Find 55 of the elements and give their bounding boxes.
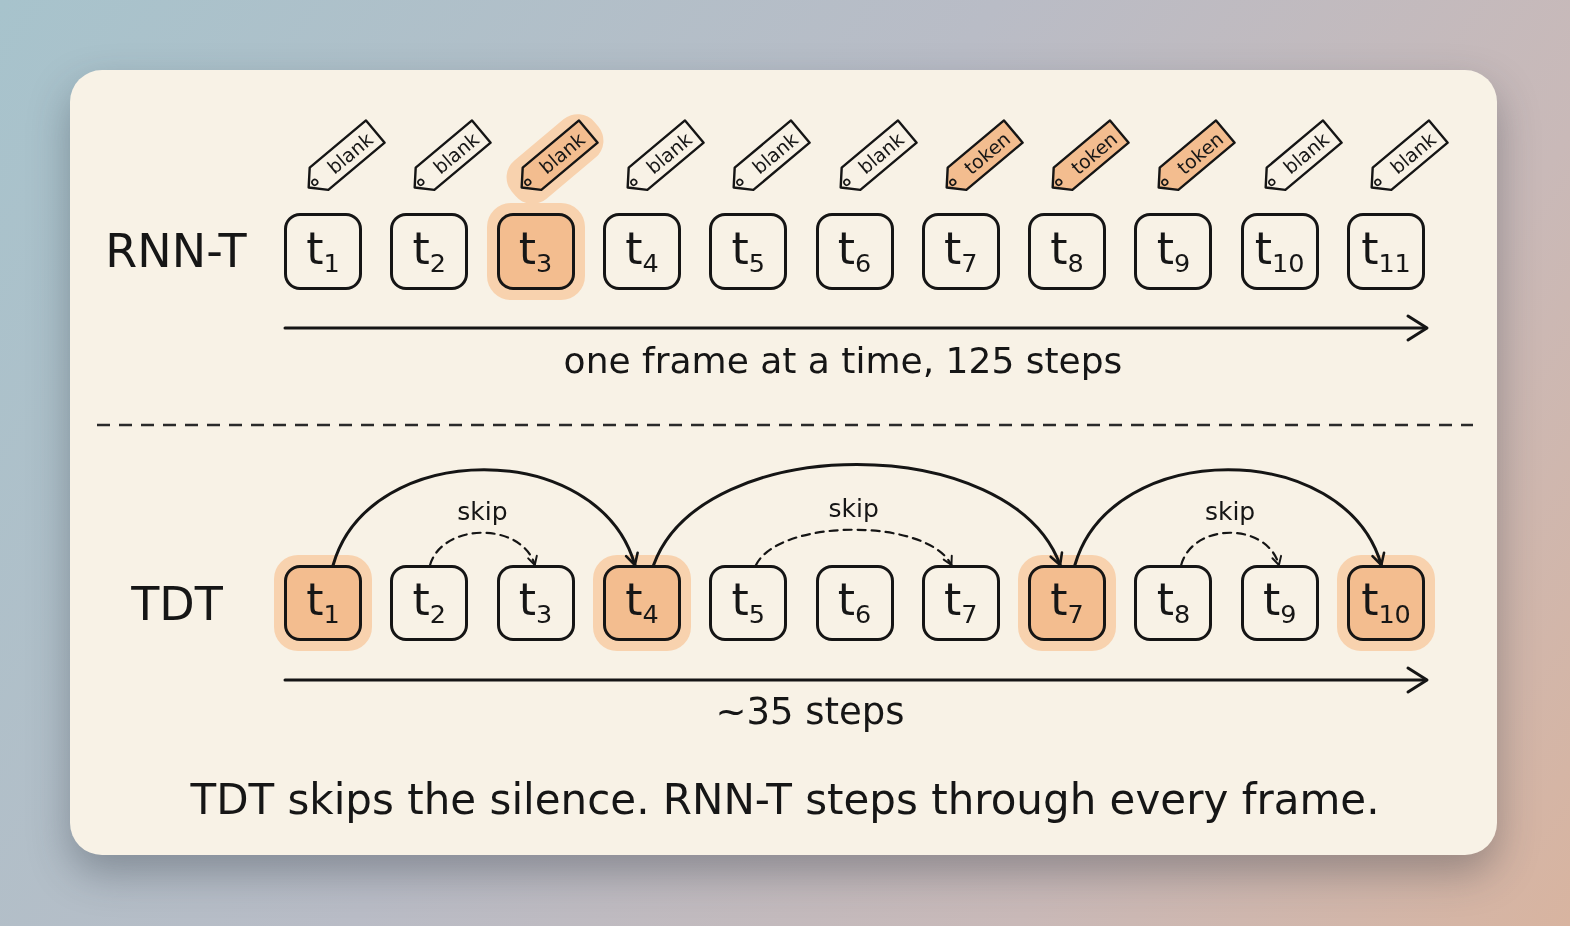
time-step-box <box>1347 213 1425 290</box>
time-step-label: t$_{10}$ <box>1254 226 1305 277</box>
time-step-label: t$_{2}$ <box>412 226 447 277</box>
time-step-label: t$_{3}$ <box>518 578 553 628</box>
arc-arrow <box>1073 468 1384 567</box>
time-step-box <box>1347 565 1425 641</box>
time-step-box <box>709 565 788 641</box>
time-step-box <box>496 213 575 290</box>
time-step-label: t$_{7}$ <box>944 226 978 277</box>
time-step-label: t$_{3}$ <box>518 226 553 277</box>
time-step-label: t$_{9}$ <box>1156 226 1191 277</box>
arc-arrow <box>331 468 638 567</box>
time-step-box <box>921 565 1000 641</box>
time-step-box <box>1134 213 1213 290</box>
time-step-label: t$_{5}$ <box>731 578 765 628</box>
time-step-box <box>602 213 681 290</box>
time-step-box <box>921 213 1000 290</box>
time-step-label: t$_{4}$ <box>625 578 659 628</box>
time-step-box <box>709 213 788 290</box>
dashed-arc-arrow <box>428 531 537 567</box>
time-step-label: t$_{1}$ <box>306 578 340 628</box>
dashed-arc-arrow <box>1180 531 1281 567</box>
time-step-box <box>1134 565 1213 641</box>
time-step-label: t$_{7}$ <box>1050 578 1084 628</box>
time-step-label: t$_{8}$ <box>1156 578 1191 628</box>
time-step-box <box>602 565 681 641</box>
dashed-arc-arrow <box>754 528 953 567</box>
arc-arrow <box>652 463 1062 567</box>
time-step-box <box>284 565 362 641</box>
timeline-label: ~35 steps <box>715 691 905 733</box>
time-step-label: t$_{6}$ <box>837 578 872 628</box>
timeline-label: one frame at a time, 125 steps <box>563 341 1123 381</box>
time-step-label: t$_{11}$ <box>1361 226 1411 277</box>
time-step-box <box>390 565 469 641</box>
time-step-label: t$_{9}$ <box>1262 578 1297 628</box>
time-step-box <box>1028 213 1107 290</box>
time-step-label: t$_{10}$ <box>1361 578 1411 628</box>
time-step-label: t$_{2}$ <box>412 578 447 628</box>
time-step-box <box>815 213 894 290</box>
time-step-box <box>815 565 894 641</box>
time-step-label: t$_{4}$ <box>625 226 659 277</box>
time-step-label: t$_{1}$ <box>306 226 340 277</box>
row-label: TDT <box>131 578 223 630</box>
row-label: RNN-T <box>105 225 247 277</box>
time-step-box <box>1240 565 1319 641</box>
time-step-box <box>1028 565 1107 641</box>
time-step-box <box>1240 213 1319 290</box>
caption: TDT skips the silence. RNN-T steps through every frame. <box>190 776 1380 824</box>
time-step-label: t$_{7}$ <box>944 578 978 628</box>
time-step-box <box>284 213 362 290</box>
time-step-box <box>496 565 575 641</box>
time-step-label: t$_{6}$ <box>837 226 872 277</box>
time-step-box <box>390 213 469 290</box>
time-step-label: t$_{5}$ <box>731 226 765 277</box>
time-step-label: t$_{8}$ <box>1050 226 1084 277</box>
